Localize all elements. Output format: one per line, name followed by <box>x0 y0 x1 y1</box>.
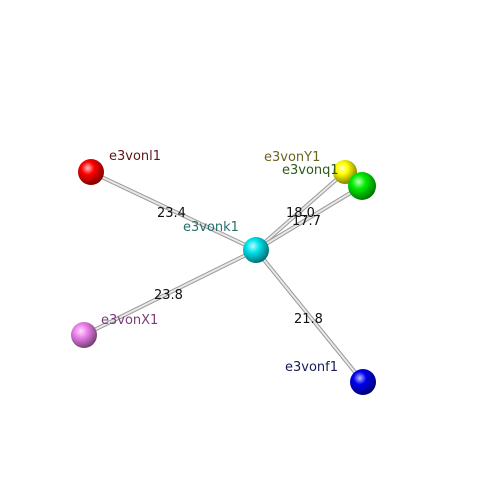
atom-label-e3vonq1: e3vonq1 <box>282 163 339 178</box>
bond-e3vonX1 <box>82 248 258 337</box>
atom-e3vonk1 <box>243 237 269 263</box>
bond-e3vonl1 <box>89 170 258 252</box>
atom-label-e3vonX1: e3vonX1 <box>101 313 158 328</box>
edges-layer <box>82 170 365 384</box>
atom-e3vonq1 <box>348 172 376 200</box>
atom-e3vonf1 <box>350 369 376 395</box>
bond-e3vonq1 <box>254 184 364 252</box>
atom-e3vonl1 <box>78 159 104 185</box>
atom-e3vonX1 <box>71 322 97 348</box>
distance-label-e3vonX1: 23.8 <box>154 288 183 303</box>
distance-label-e3vonq1: 17.7 <box>292 214 321 229</box>
nodes-layer <box>71 159 376 395</box>
bond-e3vonf1 <box>254 248 365 384</box>
atom-label-e3vonk1: e3vonk1 <box>183 220 239 235</box>
distance-label-e3vonf1: 21.8 <box>294 312 323 327</box>
bond-e3vonY1 <box>254 170 347 252</box>
distance-label-e3vonl1: 23.4 <box>157 206 186 221</box>
distance-label-e3vonY1: 18.0 <box>286 206 315 221</box>
atom-label-e3vonl1: e3vonl1 <box>109 149 161 164</box>
atom-label-e3vonY1: e3vonY1 <box>264 150 320 165</box>
atom-label-e3vonf1: e3vonf1 <box>285 360 338 375</box>
